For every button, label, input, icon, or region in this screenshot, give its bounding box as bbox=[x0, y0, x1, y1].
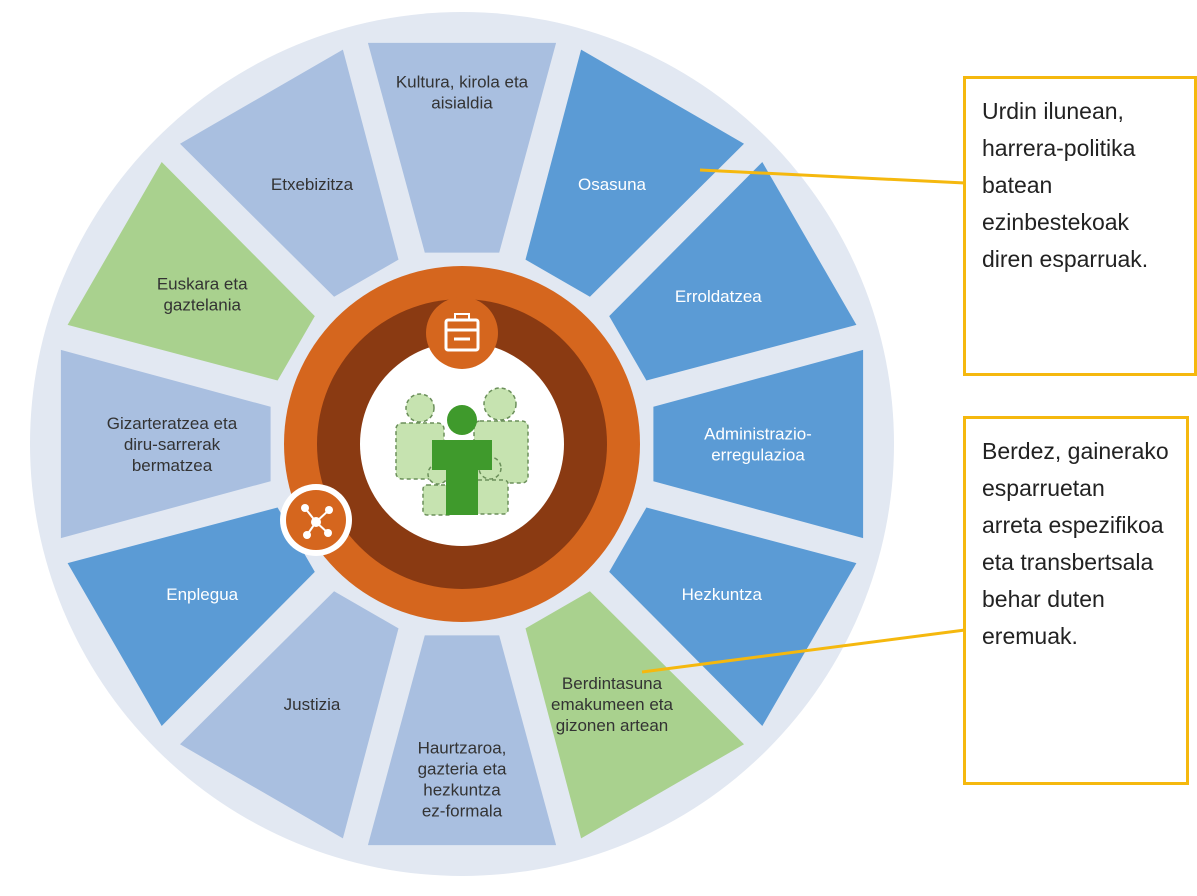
segment-4 bbox=[653, 349, 864, 539]
network-icon bbox=[280, 484, 352, 556]
segment-label-9: Enplegua bbox=[166, 585, 238, 604]
segment-9 bbox=[67, 507, 315, 726]
segment-1 bbox=[367, 42, 557, 253]
segment-label-8: Justizia bbox=[284, 695, 341, 714]
segment-label-2: Osasuna bbox=[578, 175, 647, 194]
callout-connector-blue bbox=[699, 168, 966, 185]
segment-5 bbox=[609, 507, 857, 726]
callout-blue-domains: Urdin ilunean, harrera-politika batean e… bbox=[963, 76, 1197, 376]
callout-connector-green bbox=[641, 628, 966, 674]
segment-12 bbox=[180, 49, 399, 297]
segment-label-5: Hezkuntza bbox=[682, 585, 763, 604]
segment-2 bbox=[525, 49, 744, 297]
segment-label-12: Etxebizitza bbox=[271, 175, 354, 194]
toolbox-icon bbox=[426, 297, 498, 369]
segment-11 bbox=[67, 162, 315, 381]
segment-7 bbox=[367, 635, 557, 846]
segment-label-3: Erroldatzea bbox=[675, 287, 762, 306]
segment-label-4: Administrazio-erregulazioa bbox=[704, 425, 812, 465]
segment-8 bbox=[180, 591, 399, 839]
segment-3 bbox=[609, 162, 857, 381]
segment-6 bbox=[525, 591, 744, 839]
segment-10 bbox=[60, 349, 271, 539]
callout-green-domains: Berdez, gainerako esparruetan arreta esp… bbox=[963, 416, 1189, 785]
people-group-icon bbox=[395, 387, 529, 516]
